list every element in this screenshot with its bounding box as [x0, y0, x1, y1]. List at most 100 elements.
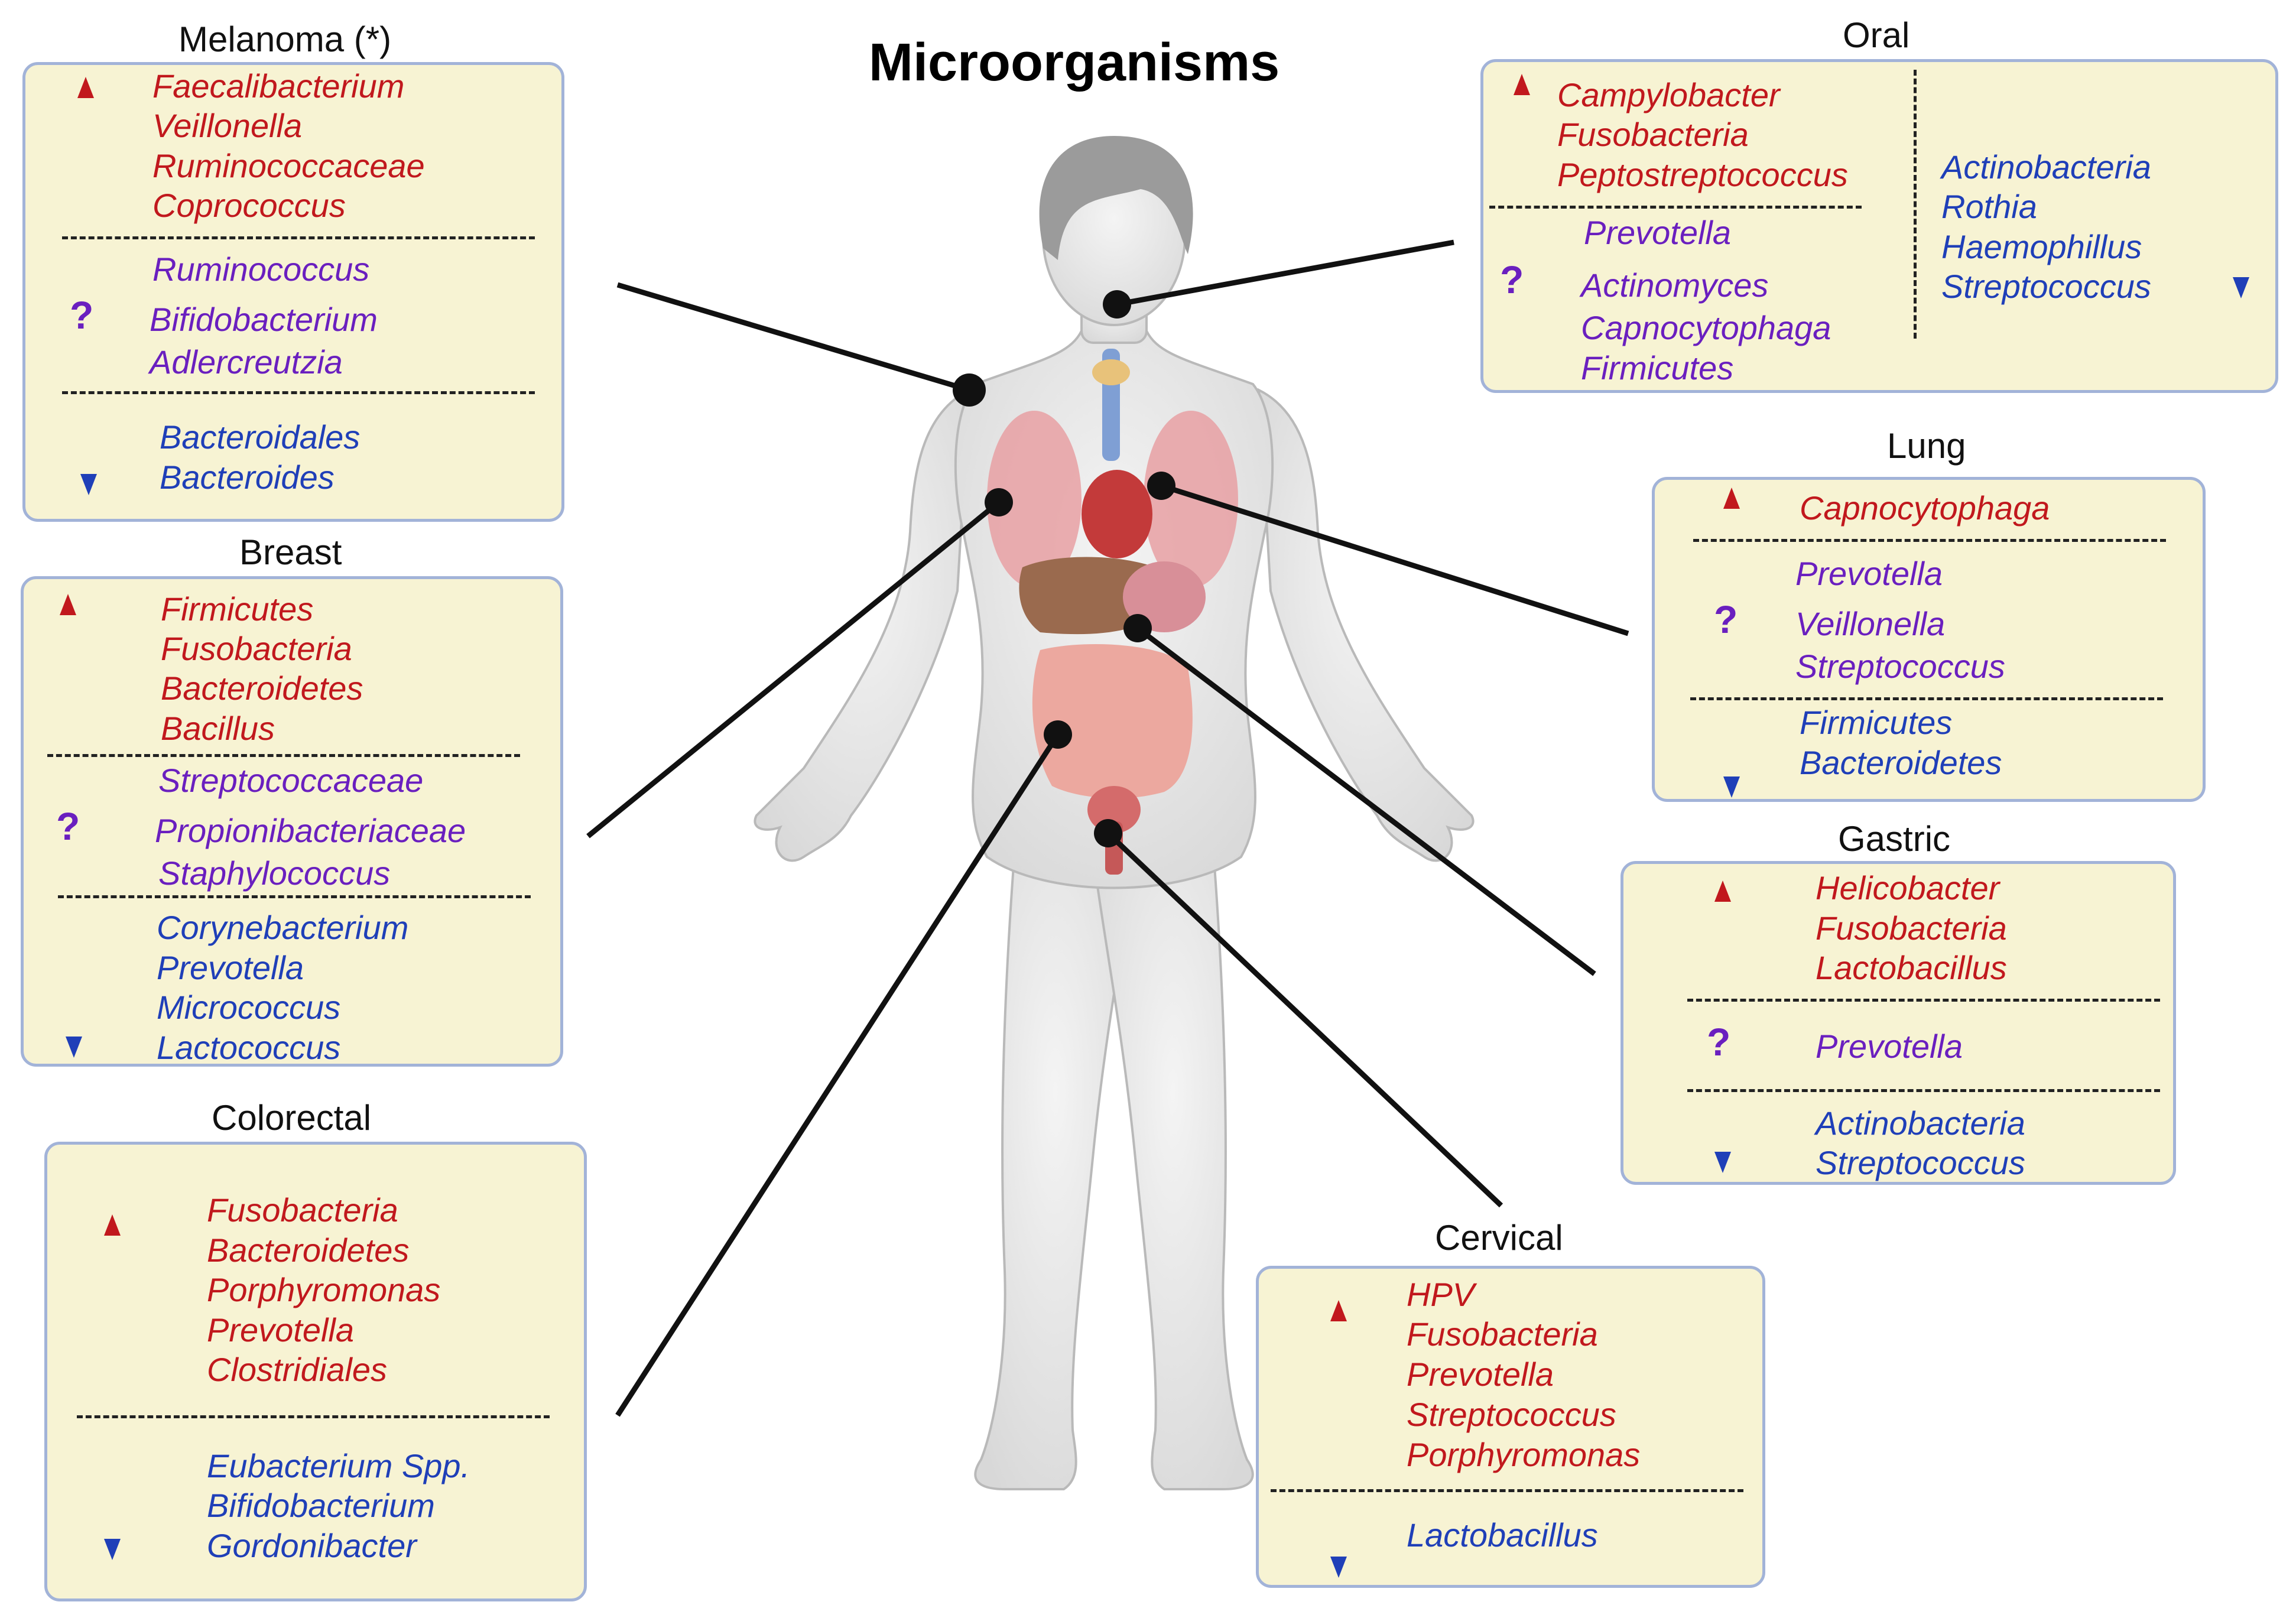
divider: [77, 1415, 550, 1418]
connector-gastric: [1136, 626, 1596, 976]
taxon-up: Fusobacteria: [207, 1191, 398, 1229]
connector-lung: [1160, 483, 1629, 636]
taxon-down: Prevotella: [157, 949, 304, 986]
arrow-up-icon: [1723, 488, 1740, 536]
arrow-down-icon: [80, 418, 97, 495]
taxon-uncertain: Actinomyces: [1581, 267, 1769, 304]
main-title: Microorganisms: [869, 33, 1280, 92]
taxon-up: Lactobacillus: [1816, 949, 2007, 986]
connector-colorectal: [615, 733, 1060, 1417]
site-dot-breast: [985, 488, 1013, 516]
site-dot-oral: [1103, 290, 1131, 319]
taxon-uncertain: Firmicutes: [1581, 349, 1734, 386]
divider: [1693, 539, 2166, 542]
taxon-up: Campylobacter: [1557, 76, 1780, 113]
taxon-up: Capnocytophaga: [1800, 489, 2050, 527]
divider: [1690, 697, 2163, 700]
taxon-up: Fusobacteria: [1816, 909, 2007, 947]
divider: [62, 236, 535, 239]
divider: [62, 391, 535, 394]
taxon-up: Bacillus: [161, 710, 275, 747]
panel-title-colorectal: Colorectal: [212, 1098, 372, 1138]
panel-title-cervical: Cervical: [1435, 1218, 1563, 1258]
taxon-down: Lactobacillus: [1407, 1516, 1598, 1554]
taxon-down: Bifidobacterium: [207, 1487, 435, 1524]
taxon-uncertain: Prevotella: [1816, 1028, 1963, 1065]
taxon-down: Bacteroides: [160, 459, 335, 496]
taxon-uncertain: Ruminococcus: [152, 251, 370, 288]
taxon-down: Corynebacterium: [157, 909, 409, 946]
divider: [1687, 1089, 2160, 1092]
connector-melanoma: [616, 282, 970, 393]
question-mark-icon: ?: [1714, 597, 1738, 641]
question-mark-icon: ?: [1500, 258, 1524, 301]
taxon-down: Micrococcus: [157, 989, 341, 1026]
taxon-up: Ruminococcaceae: [152, 147, 425, 184]
taxon-down: Gordonibacter: [207, 1527, 417, 1564]
taxon-down: Bacteroidetes: [1800, 744, 2002, 781]
arrow-down-icon: [104, 1436, 121, 1560]
arrow-down-icon: [2233, 142, 2249, 298]
site-dot-colorectal: [1044, 720, 1072, 749]
connector-cervical: [1106, 831, 1503, 1208]
taxon-up: Streptococcus: [1407, 1396, 1616, 1433]
divider: [47, 754, 520, 757]
question-mark-icon: ?: [56, 804, 80, 848]
arrow-down-icon: [1723, 703, 1740, 798]
question-mark-icon: ?: [1707, 1020, 1731, 1064]
taxon-up: Porphyromonas: [1407, 1436, 1641, 1473]
arrow-down-icon: [66, 904, 82, 1058]
taxon-uncertain: Adlercreutzia: [150, 343, 343, 381]
arrow-up-icon: [104, 1214, 121, 1371]
taxon-up: HPV: [1407, 1276, 1475, 1313]
connector-oral: [1116, 239, 1454, 307]
hair: [1039, 136, 1193, 260]
taxon-uncertain: Propionibacteriaceae: [155, 812, 466, 849]
panel-title-lung: Lung: [1887, 426, 1966, 466]
site-dot-lung: [1147, 472, 1175, 500]
panel-oral: [1480, 59, 2278, 393]
taxon-uncertain: Streptococcus: [1795, 648, 2005, 685]
taxon-up: Helicobacter: [1816, 869, 2000, 907]
taxon-uncertain: Prevotella: [1795, 555, 1943, 592]
taxon-up: Firmicutes: [161, 590, 314, 628]
taxon-down: Lactococcus: [157, 1029, 341, 1066]
taxon-down: Streptococcus: [1941, 268, 2151, 305]
taxon-down: Actinobacteria: [1816, 1104, 2025, 1142]
taxon-down: Haemophillus: [1941, 228, 2142, 265]
divider: [1271, 1489, 1743, 1492]
panel-breast: [21, 576, 563, 1067]
panel-gastric: [1620, 861, 2176, 1185]
taxon-up: Peptostreptococcus: [1557, 156, 1848, 193]
panel-lung: [1652, 477, 2206, 802]
taxon-uncertain: Staphylococcus: [158, 855, 391, 892]
taxon-uncertain: Capnocytophaga: [1581, 309, 1831, 346]
taxon-up: Veillonella: [152, 107, 303, 144]
taxon-up: Fusobacteria: [1407, 1315, 1598, 1353]
panel-colorectal: [44, 1142, 587, 1601]
taxon-down: Firmicutes: [1800, 704, 1953, 741]
divider: [1687, 999, 2160, 1002]
arrow-down-icon: [1330, 1504, 1347, 1578]
taxon-uncertain: Streptococcaceae: [158, 762, 424, 799]
taxon-up: Fusobacteria: [1557, 116, 1749, 153]
taxon-up: Bacteroidetes: [207, 1232, 410, 1269]
arrow-up-icon: [1514, 74, 1530, 183]
arrow-up-icon: [1714, 881, 1731, 981]
taxon-down: Eubacterium Spp.: [207, 1447, 470, 1484]
arrow-up-icon: [77, 77, 94, 233]
taxon-down: Rothia: [1941, 188, 2037, 225]
panel-melanoma: [22, 62, 564, 522]
vertical-divider: [1914, 70, 1917, 339]
taxon-up: Prevotella: [1407, 1356, 1554, 1393]
taxon-uncertain: Veillonella: [1795, 605, 1946, 642]
question-mark-icon: ?: [70, 293, 94, 337]
taxon-up: Clostridiales: [207, 1351, 387, 1388]
divider: [1489, 206, 1862, 209]
taxon-up: Coprococcus: [152, 187, 346, 224]
panel-title-melanoma: Melanoma (*): [178, 20, 392, 59]
taxon-up: Porphyromonas: [207, 1271, 441, 1308]
arrow-up-icon: [1330, 1300, 1347, 1451]
